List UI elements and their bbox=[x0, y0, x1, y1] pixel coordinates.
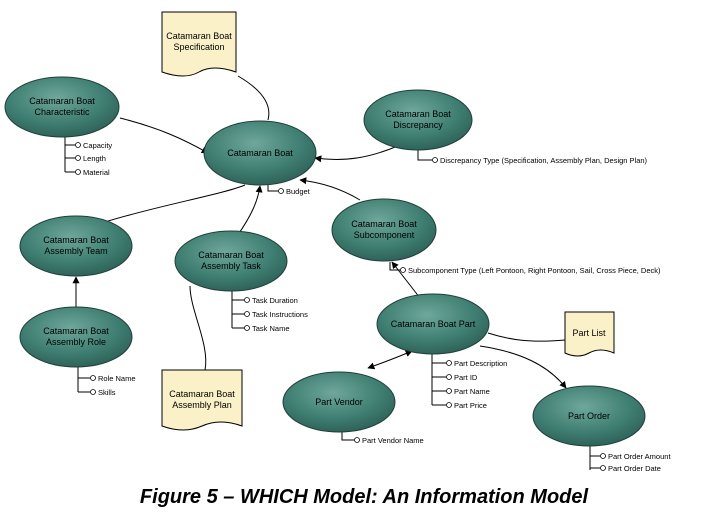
characteristic-to-boat-arrow bbox=[119, 117, 209, 154]
part-to-subcomponent-arrow bbox=[391, 261, 421, 299]
connectors bbox=[64, 75, 600, 470]
document-spec: Catamaran Boat Specification bbox=[161, 11, 237, 77]
entity-part-label: Catamaran Boat Part bbox=[391, 319, 476, 329]
entity-part-order: Part Order bbox=[532, 385, 646, 447]
figure-caption: Figure 5 – WHICH Model: An Information M… bbox=[139, 486, 589, 508]
entity-team-line2: Assembly Team bbox=[44, 246, 107, 256]
attribute-circles bbox=[75, 142, 606, 471]
attr-skills: Skills bbox=[98, 388, 116, 397]
task-to-boat-arrow bbox=[236, 185, 263, 237]
attr-discrepancy-type: Discrepancy Type (Specification, Assembl… bbox=[440, 156, 648, 165]
attr-part-vendor-name: Part Vendor Name bbox=[362, 436, 424, 445]
attr-part-id: Part ID bbox=[454, 373, 478, 382]
attr-task-name: Task Name bbox=[252, 324, 290, 333]
vendor-attr-stem bbox=[341, 430, 354, 441]
entity-characteristic: Catamaran Boat Characteristic bbox=[4, 76, 120, 138]
discrepancy-to-boat-arrow bbox=[314, 144, 401, 163]
entity-vendor-label: Part Vendor bbox=[315, 397, 363, 407]
entity-boat-label: Catamaran Boat bbox=[227, 148, 293, 158]
document-plan-line1: Catamaran Boat bbox=[169, 389, 235, 399]
document-spec-line2: Specification bbox=[173, 42, 224, 52]
attr-part-price: Part Price bbox=[454, 401, 487, 410]
document-plan-line2: Assembly Plan bbox=[172, 400, 232, 410]
attr-capacity: Capacity bbox=[83, 141, 112, 150]
entity-assembly-role: Catamaran Boat Assembly Role bbox=[19, 306, 133, 368]
plan-to-task-line bbox=[189, 285, 207, 371]
part-to-order-arrow bbox=[479, 345, 567, 389]
document-part-list: Part List bbox=[564, 311, 615, 357]
entity-characteristic-line2: Characteristic bbox=[34, 107, 90, 117]
attr-task-duration: Task Duration bbox=[252, 296, 298, 305]
attr-part-name: Part Name bbox=[454, 387, 490, 396]
entity-discrepancy: Catamaran Boat Discrepancy bbox=[363, 89, 473, 151]
entity-assembly-task: Catamaran Boat Assembly Task bbox=[174, 230, 288, 292]
attr-part-order-date: Part Order Date bbox=[608, 464, 661, 473]
attr-budget: Budget bbox=[286, 187, 311, 196]
attr-task-instructions: Task Instructions bbox=[252, 310, 308, 319]
entity-characteristic-line1: Catamaran Boat bbox=[29, 96, 95, 106]
attr-subcomponent-type: Subcomponent Type (Left Pontoon, Right P… bbox=[408, 266, 661, 275]
subcomponent-attr-stem bbox=[389, 262, 400, 271]
entity-part: Catamaran Boat Part bbox=[376, 293, 490, 355]
attribute-labels: Capacity Length Material Budget Discrepa… bbox=[83, 141, 671, 473]
attr-material: Material bbox=[83, 168, 110, 177]
document-spec-line1: Catamaran Boat bbox=[166, 31, 232, 41]
document-assembly-plan: Catamaran Boat Assembly Plan bbox=[161, 369, 243, 431]
entity-boat: Catamaran Boat bbox=[203, 120, 317, 186]
attr-length: Length bbox=[83, 154, 106, 163]
entity-subcomponent-line2: Subcomponent bbox=[354, 230, 415, 240]
entity-subcomponent-line1: Catamaran Boat bbox=[351, 219, 417, 229]
team-to-boat-line bbox=[104, 184, 246, 223]
entity-subcomponent: Catamaran Boat Subcomponent bbox=[331, 198, 437, 262]
boat-attr-stem bbox=[267, 185, 278, 192]
entity-vendor: Part Vendor bbox=[282, 371, 396, 433]
entity-role-line2: Assembly Role bbox=[46, 337, 106, 347]
subcomponent-to-boat-arrow bbox=[299, 177, 361, 201]
attr-part-order-amount: Part Order Amount bbox=[608, 452, 671, 461]
entity-order-label: Part Order bbox=[568, 411, 610, 421]
entity-task-line1: Catamaran Boat bbox=[198, 250, 264, 260]
entity-task-line2: Assembly Task bbox=[201, 261, 261, 271]
entity-role-line1: Catamaran Boat bbox=[43, 326, 109, 336]
discrepancy-attr-stem bbox=[417, 150, 432, 161]
attr-part-description: Part Description bbox=[454, 359, 507, 368]
document-partlist-label: Part List bbox=[572, 328, 606, 338]
entity-team-line1: Catamaran Boat bbox=[43, 235, 109, 245]
entity-discrepancy-line2: Discrepancy bbox=[393, 120, 443, 130]
part-to-partlist-line bbox=[487, 332, 566, 342]
entity-discrepancy-line1: Catamaran Boat bbox=[385, 109, 451, 119]
spec-to-boat-line bbox=[237, 75, 270, 121]
vendor-part-arrow bbox=[367, 350, 413, 370]
attr-role-name: Role Name bbox=[98, 374, 136, 383]
entity-assembly-team: Catamaran Boat Assembly Team bbox=[19, 215, 133, 277]
